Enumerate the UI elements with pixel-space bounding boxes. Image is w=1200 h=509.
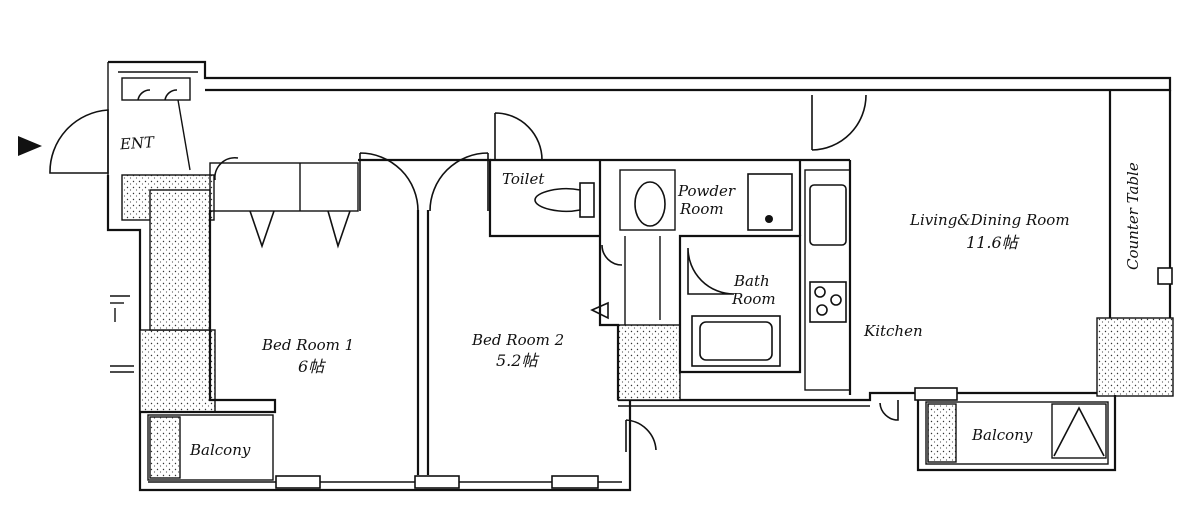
bathtub	[691, 315, 781, 367]
balcony-right	[914, 387, 1117, 472]
washing-machine	[747, 173, 793, 231]
counter-table-base	[1096, 317, 1174, 397]
label-bed-room-1-size: 6帖	[298, 357, 326, 376]
label-bed-room-2: Bed Room 2	[471, 331, 564, 349]
closet-strip	[149, 189, 211, 331]
label-bed-room-2-size: 5.2帖	[496, 351, 539, 370]
entrance-arrow-icon	[18, 136, 42, 156]
left-margin-marks	[110, 295, 134, 373]
label-kitchen: Kitchen	[863, 322, 923, 340]
label-bed-room-1: Bed Room 1	[261, 336, 354, 354]
label-entrance: ENT	[118, 133, 155, 153]
label-balcony-left: Balcony	[189, 441, 251, 459]
counter-table-post	[1157, 267, 1173, 285]
kitchen-counter	[804, 169, 851, 391]
kitchen-counter-stipple	[617, 324, 681, 401]
shoe-cabinet	[121, 77, 191, 171]
label-powder-room-1: Powder	[677, 182, 736, 200]
label-living-dining-size: 11.6帖	[966, 233, 1020, 252]
windows	[275, 475, 599, 489]
label-powder-room-2: Room	[679, 200, 724, 218]
label-bath-room-1: Bath	[733, 272, 770, 290]
powder-room-basin	[619, 169, 676, 231]
entrance-hall	[139, 329, 216, 413]
label-bath-room-2: Room	[731, 290, 776, 308]
closet-bedroom-1	[209, 156, 359, 249]
label-counter-table: Counter Table	[1124, 162, 1142, 270]
toilet-fixture	[534, 182, 595, 218]
label-balcony-right: Balcony	[971, 426, 1033, 444]
label-living-dining: Living&Dining Room	[909, 211, 1070, 229]
balcony-left	[147, 414, 274, 481]
label-toilet: Toilet	[502, 170, 545, 188]
doors	[49, 94, 899, 452]
